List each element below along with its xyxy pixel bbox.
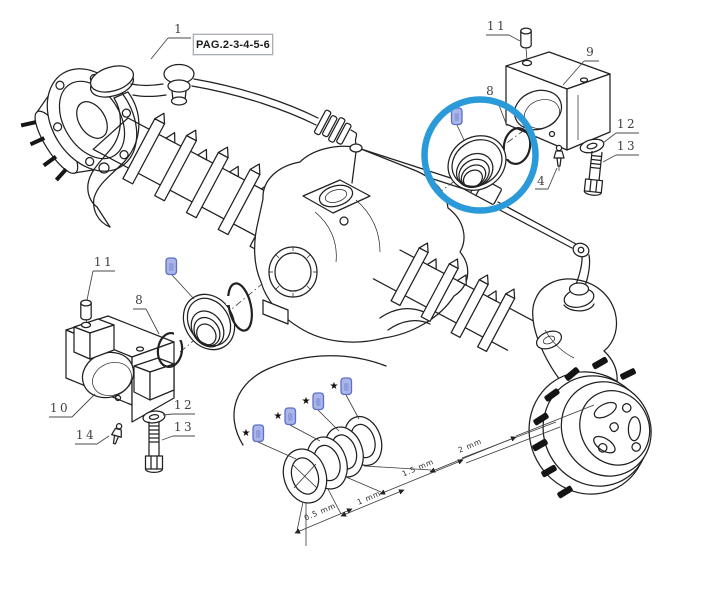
callout-bolt-lower: 13 bbox=[174, 420, 194, 434]
callout-ring-lower: 8 bbox=[135, 293, 143, 307]
seal-collar-upper bbox=[436, 130, 524, 195]
dimension-line-4 bbox=[429, 436, 517, 473]
callout-pin-lower: 11 bbox=[94, 255, 114, 269]
part-link-tag-shim-2-mark bbox=[288, 413, 293, 421]
left-knuckle bbox=[87, 65, 140, 228]
support-bracket-lower bbox=[65, 315, 175, 423]
large-arc bbox=[233, 355, 387, 446]
highlight-circle bbox=[421, 96, 539, 214]
washer-upper bbox=[579, 138, 605, 154]
grease-fitting-upper bbox=[553, 144, 565, 171]
right-wheel-hub bbox=[528, 356, 652, 499]
lower-seal-kit bbox=[65, 282, 263, 473]
shim-thickness-1: 0.5 mm bbox=[303, 501, 338, 522]
part-link-tag-seal-lower-mark bbox=[169, 263, 174, 271]
callout-bolt-upper: 13 bbox=[617, 139, 637, 153]
page-reference-box[interactable]: PAG.2-3-4-5-6 bbox=[193, 34, 273, 55]
part-link-tag-shim-1-mark bbox=[256, 430, 261, 438]
wheel-studs bbox=[532, 356, 636, 499]
snap-ring-lower bbox=[156, 331, 184, 369]
pin-upper bbox=[520, 27, 532, 61]
callouts: 1 11 9 8 12 13 4 11 8 10 14 12 13 bbox=[49, 19, 639, 445]
callout-pin-upper: 11 bbox=[487, 19, 507, 33]
shim-thickness-3: 1.5 mm bbox=[401, 457, 436, 478]
star-marker-2: ★ bbox=[274, 411, 283, 422]
callout-bracket-upper: 9 bbox=[586, 45, 594, 59]
callout-1: 1 bbox=[174, 22, 182, 36]
part-link-tag-shim-4-mark bbox=[344, 383, 349, 391]
callout-washer-upper: 12 bbox=[617, 117, 637, 131]
upper-seal-kit bbox=[436, 27, 611, 196]
callout-ring-upper: 8 bbox=[486, 84, 494, 98]
callout-grease-upper: 4 bbox=[537, 174, 545, 188]
shim-set: 0.5 mm 1 mm 1.5 mm 2 mm ★ ★ ★ ★ bbox=[233, 355, 595, 546]
callout-grease-lower: 14 bbox=[76, 428, 96, 442]
washer-lower bbox=[142, 410, 166, 424]
part-link-tag-seal-upper-mark bbox=[454, 113, 459, 121]
tie-rod-ball-joint bbox=[130, 63, 195, 106]
support-bracket-upper bbox=[505, 51, 611, 151]
callout-bracket-lower: 10 bbox=[50, 401, 70, 415]
star-marker-3: ★ bbox=[302, 396, 311, 407]
differential-housing bbox=[254, 129, 469, 343]
callout-washer-lower: 12 bbox=[174, 398, 194, 412]
axle-assembly bbox=[20, 63, 652, 499]
grease-fitting-lower bbox=[111, 423, 123, 445]
star-marker-4: ★ bbox=[330, 381, 339, 392]
star-marker-1: ★ bbox=[242, 428, 251, 439]
seal-collar-lower bbox=[179, 282, 263, 353]
part-link-tag-shim-3-mark bbox=[316, 398, 321, 406]
axle-tube-right bbox=[372, 242, 534, 353]
bolt-upper bbox=[583, 150, 604, 196]
bolt-lower bbox=[144, 421, 164, 473]
